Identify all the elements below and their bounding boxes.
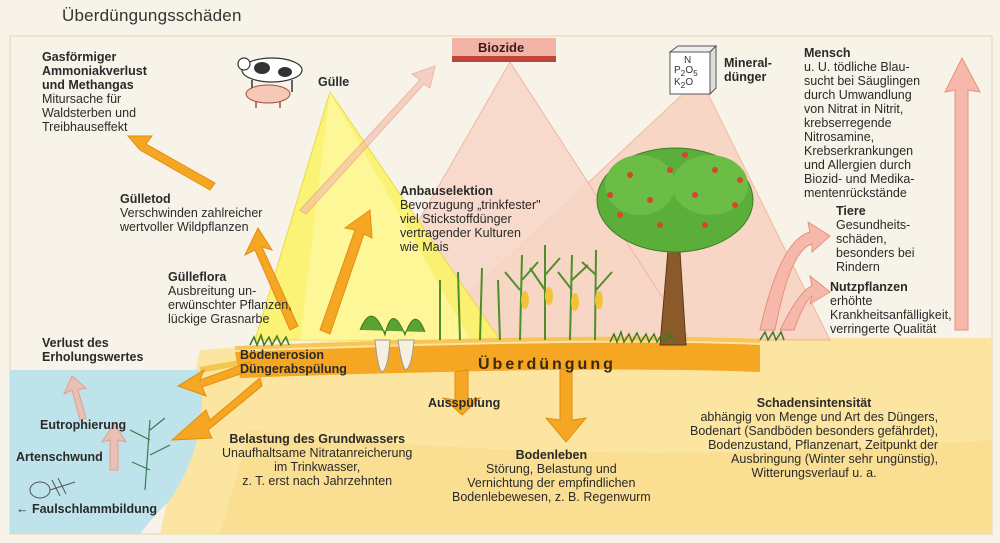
ausspuelung-label: Ausspülung <box>428 396 501 410</box>
apple-tree-icon <box>596 147 754 346</box>
soil-layer-deep <box>220 430 992 534</box>
arrow-lake-up <box>62 375 88 421</box>
arrow-to-tiere <box>759 220 831 331</box>
biozide-label: Biozide <box>478 40 525 55</box>
arrow-to-guelletod <box>243 226 299 331</box>
grass-line <box>249 329 785 348</box>
fertilizer-bag-label: N P2O5 K2O <box>674 55 698 91</box>
arrow-to-gas <box>126 135 216 191</box>
biocide-bar-shadow <box>452 56 556 62</box>
anbauselektion-block: Anbauselektion Bevorzugung „trinkfester"… <box>400 184 541 254</box>
erholung-block: Verlust des Erholungswertes <box>42 336 144 364</box>
bag-n: N <box>684 55 692 66</box>
biocide-bar <box>452 38 556 56</box>
gas-block: Gasförmiger Ammoniakverlust und Methanga… <box>42 50 147 134</box>
arrow-to-anbau <box>319 209 373 335</box>
cow-icon <box>237 57 303 92</box>
mensch-block: Mensch u. U. tödliche Blau- sucht bei Sä… <box>804 46 921 200</box>
eutrophierung-label: Eutrophierung <box>40 418 127 432</box>
sugar-beet-icon <box>359 315 426 373</box>
artenschwund-label: Artenschwund <box>16 450 103 464</box>
ueberduengung-band-glow <box>234 336 761 350</box>
pig-icon <box>245 84 291 108</box>
red-arrows <box>62 56 981 471</box>
bag-p2o5: P2O5 <box>674 65 698 79</box>
maize-cobs <box>521 287 603 311</box>
guelleflora-block: Gülleflora Ausbreitung un- erwünschter P… <box>168 270 292 326</box>
arrow-to-groundwater <box>170 377 263 441</box>
bodenleben-block: Bodenleben Störung, Belastung und Vernic… <box>452 448 651 504</box>
guelle-label: Gülle <box>318 75 350 89</box>
schadensintensitaet-block: Schadensintensität abhängig von Menge un… <box>690 396 939 480</box>
arrow-to-biocide-up <box>299 65 436 215</box>
tiere-block: Tiere Gesundheits- schäden, besonders be… <box>836 204 915 274</box>
faulschlamm-label: ← Faulschlammbildung <box>16 502 157 516</box>
grundwasser-block: Belastung des Grundwassers Unaufhaltsame… <box>222 432 413 488</box>
arrow-to-lake <box>176 361 253 397</box>
arrow-lake-eutro <box>100 423 128 471</box>
bodenerosion-block: Bödenerosion Düngerabspülung <box>240 348 347 376</box>
bag-k2o: K2O <box>674 77 694 91</box>
pond-plant-icon <box>129 417 171 491</box>
mineralduenger-label: Mineral- dünger <box>724 56 772 84</box>
nutzpflanzen-block: Nutzpflanzen erhöhte Krankheitsanfälligk… <box>830 280 952 336</box>
fish-skeleton-icon <box>29 477 76 499</box>
ueberduengung-label: Überdüngung <box>478 356 616 373</box>
guelletod-block: Gülletod Verschwinden zahlreicher wertvo… <box>120 192 263 234</box>
arrow-auswaschung <box>441 369 482 416</box>
fertilizer-bag-icon <box>668 44 718 96</box>
page-title: Überdüngungsschäden <box>62 6 242 25</box>
arrow-bodenleben <box>544 367 588 443</box>
arrow-to-mensch <box>944 56 981 331</box>
maize-plants-icon <box>439 245 613 341</box>
arrow-to-nutzpflanzen <box>779 274 831 331</box>
ueberduengung-band <box>235 342 760 378</box>
orange-arrows <box>126 135 588 443</box>
